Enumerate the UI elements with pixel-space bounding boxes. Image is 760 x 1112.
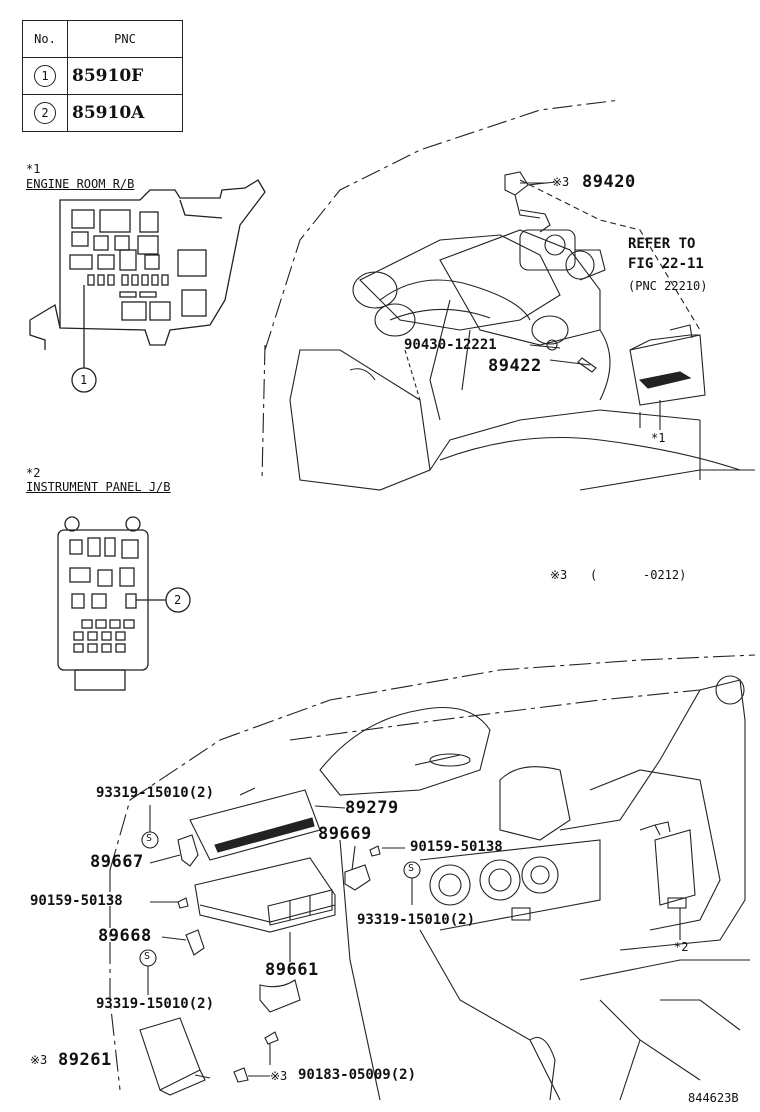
instrument-panel-junction-block	[57, 516, 191, 691]
figure-code: 844623B	[688, 1091, 739, 1105]
bolt-s-label: S	[144, 951, 151, 962]
part-90430-12221[interactable]: 90430-12221	[404, 337, 497, 353]
refer-line-2[interactable]: FIG 22-11	[628, 256, 704, 272]
note-mark: ※3	[550, 568, 568, 582]
instrument-panel-ref: *2	[26, 466, 41, 480]
refer-line-1: REFER TO	[628, 236, 696, 252]
engine-room-relay-block	[29, 179, 266, 393]
note-range: -0212)	[643, 568, 687, 582]
part-89661[interactable]: 89661	[265, 960, 319, 980]
engine-room-title: ENGINE ROOM R/B	[26, 177, 135, 191]
part-89422[interactable]: 89422	[488, 356, 542, 376]
engine-bay-sketch	[261, 99, 755, 491]
ref-star-2: *2	[674, 940, 689, 954]
part-89420[interactable]: 89420	[582, 172, 636, 192]
callout-2: 2	[174, 593, 182, 607]
note-open-paren: (	[590, 568, 598, 582]
part-89279[interactable]: 89279	[345, 798, 399, 818]
part-90183-05009[interactable]: 90183-05009(2)	[298, 1067, 417, 1083]
note-mark-90183: ※3	[270, 1069, 288, 1083]
part-93319-15010-top[interactable]: 93319-15010(2)	[96, 785, 215, 801]
table-header-no: No.	[22, 20, 68, 58]
part-89669[interactable]: 89669	[318, 824, 372, 844]
refer-line-3: (PNC 22210)	[628, 279, 708, 293]
table-header-pnc: PNC	[67, 20, 183, 58]
part-89261[interactable]: 89261	[58, 1050, 112, 1070]
callout-1: 1	[80, 373, 88, 387]
pnc-code[interactable]: 85910F	[67, 57, 183, 95]
pnc-code[interactable]: 85910A	[67, 94, 183, 132]
part-90159-50138-right[interactable]: 90159-50138	[410, 839, 503, 855]
table-row: 1 85910F	[22, 57, 183, 95]
part-89668[interactable]: 89668	[98, 926, 152, 946]
ref-star-1: *1	[651, 431, 666, 445]
part-90159-50138-left[interactable]: 90159-50138	[30, 893, 123, 909]
row-number-circle: 1	[34, 65, 56, 87]
note-mark-89261: ※3	[30, 1053, 48, 1067]
part-89667[interactable]: 89667	[90, 852, 144, 872]
row-number-circle: 2	[34, 102, 56, 124]
instrument-panel-title: INSTRUMENT PANEL J/B	[26, 480, 171, 494]
bolt-s-label: S	[408, 863, 415, 874]
bolt-s-label: S	[146, 833, 153, 844]
part-93319-15010-bottom[interactable]: 93319-15010(2)	[96, 996, 215, 1012]
table-row: 2 85910A	[22, 94, 183, 132]
dashboard-sketch	[109, 182, 756, 1101]
engine-room-ref: *1	[26, 162, 41, 176]
part-93319-15010-middle[interactable]: 93319-15010(2)	[357, 912, 476, 928]
note-mark-89420: ※3	[552, 175, 570, 189]
pnc-table: No. PNC 1 85910F 2 85910A	[22, 20, 183, 132]
